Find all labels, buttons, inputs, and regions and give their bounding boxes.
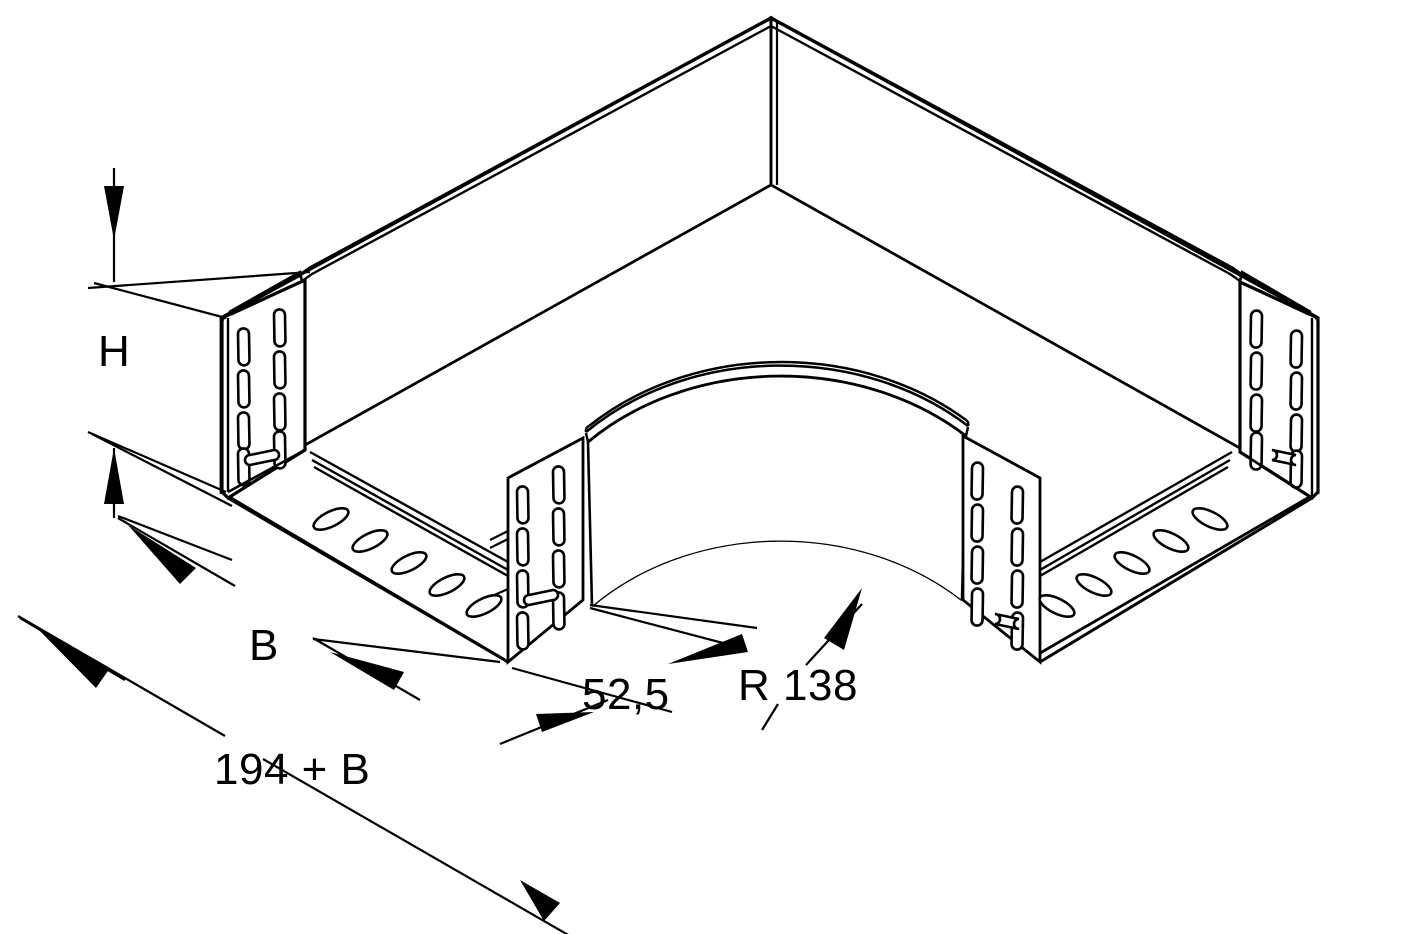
right-inner-connection-plate <box>961 433 1042 665</box>
dimension-height: H <box>87 168 311 518</box>
arrow-head-b-right <box>330 652 404 690</box>
dimension-label-radius: R 138 <box>738 661 858 710</box>
arrow-head-up <box>104 448 124 504</box>
left-end-plate <box>220 277 307 501</box>
dimension-label-overall: 194 + B <box>214 745 370 794</box>
inner-radius-floor-edge <box>591 539 963 607</box>
dimension-label-width: B <box>249 621 279 670</box>
left-inner-connection-plate <box>489 435 585 665</box>
arrow-head-b-left <box>128 525 196 584</box>
dimension-radius: R 138 <box>738 588 863 731</box>
arrow-head-offset-left <box>536 712 594 732</box>
tray-body <box>219 15 1320 665</box>
dimension-width: B <box>117 514 501 701</box>
arrow-head-overall-right <box>520 880 560 921</box>
dimension-label-offset: 52,5 <box>582 670 670 719</box>
right-leg-floor-stiffener <box>1035 450 1313 664</box>
left-leg-floor-stiffener <box>227 450 509 664</box>
arrow-head-offset-right <box>668 634 748 664</box>
dimension-offset: 52,5 <box>499 603 758 746</box>
inner-curved-wall <box>584 360 970 607</box>
arrow-head-radius <box>824 588 862 650</box>
right-end-plate <box>1238 279 1320 501</box>
dimension-overall: 194 + B <box>17 615 569 934</box>
dimension-label-height: H <box>98 327 130 376</box>
arrow-head-overall-left <box>34 625 110 688</box>
arrow-head-down <box>104 186 124 240</box>
